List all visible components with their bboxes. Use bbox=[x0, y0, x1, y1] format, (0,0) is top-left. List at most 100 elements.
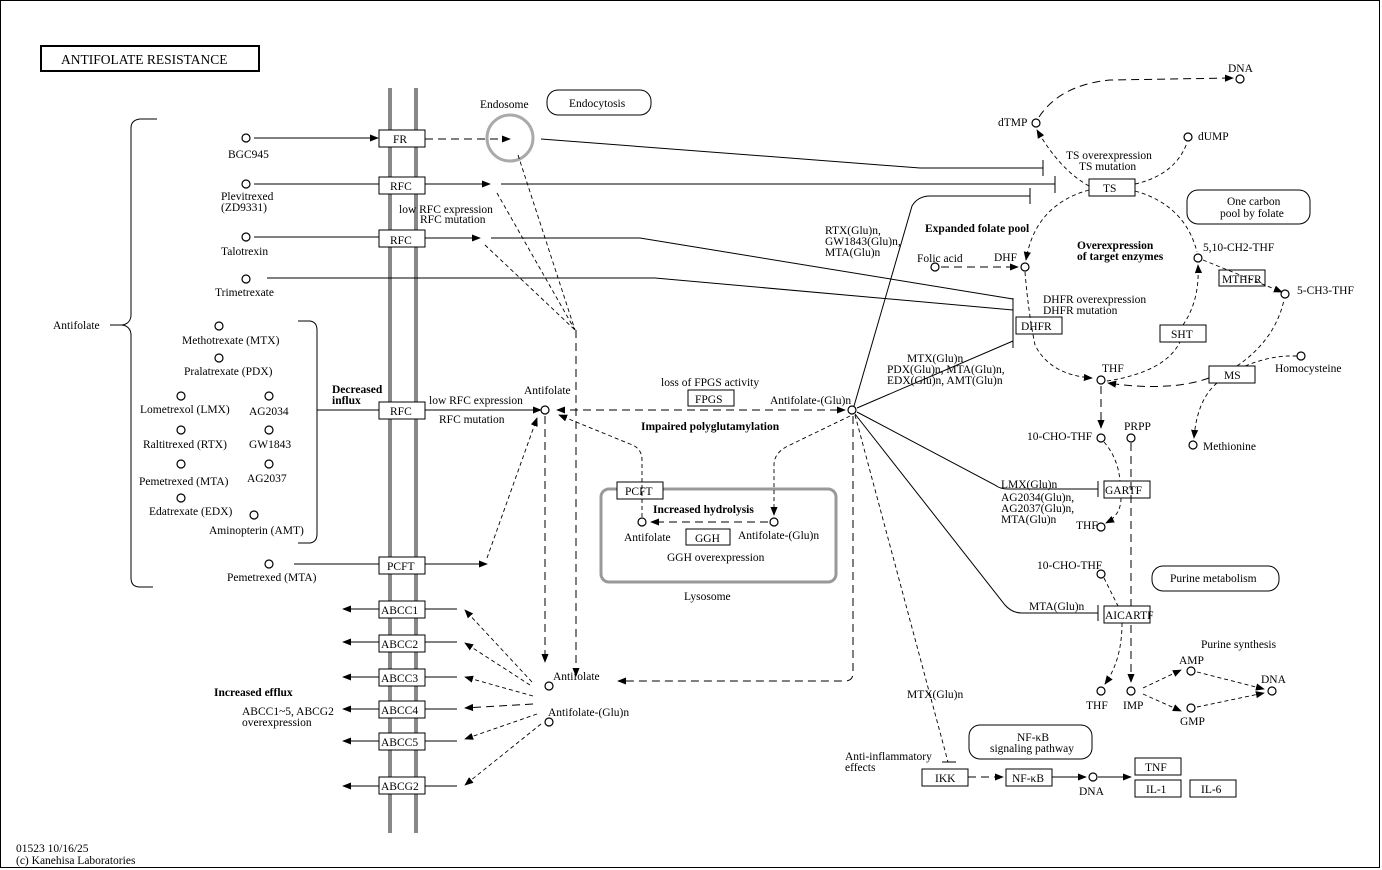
tnf-protein[interactable]: TNF bbox=[1134, 757, 1182, 776]
dna-top-node[interactable]: DNA bbox=[1228, 63, 1254, 84]
svg-text:IKK: IKK bbox=[935, 773, 956, 785]
purine-metabolism-link[interactable]: Purine metabolism bbox=[1151, 565, 1280, 592]
rfc-transporter-3[interactable]: RFC bbox=[378, 401, 426, 420]
cyto-antifolate-glun-node[interactable]: Antifolate-(Glu)n bbox=[544, 707, 629, 727]
low-rfc-label-2: low RFC expression bbox=[429, 395, 523, 407]
svg-text:RFC: RFC bbox=[390, 406, 412, 418]
methionine-node[interactable]: Methionine bbox=[1188, 440, 1256, 453]
abcc4-transporter[interactable]: ABCC4 bbox=[378, 700, 426, 719]
cyto-antifolate-node[interactable]: Antifolate bbox=[544, 671, 600, 691]
ts-enzyme[interactable]: TS bbox=[1088, 178, 1136, 197]
drug-pemetrexed[interactable]: Pemetrexed (MTA) bbox=[139, 459, 229, 488]
gartf-enzyme[interactable]: GARTF bbox=[1103, 480, 1151, 499]
drug-pemetrexed-pcft[interactable]: Pemetrexed (MTA) bbox=[227, 559, 317, 584]
cho-thf-node-1[interactable]: 10-CHO-THF bbox=[1027, 431, 1106, 443]
drug-talotrexin[interactable]: Talotrexin bbox=[221, 232, 268, 258]
gmp-node[interactable]: GMP bbox=[1180, 703, 1205, 728]
dhfr-enzyme[interactable]: DHFR bbox=[1015, 316, 1063, 335]
endocytosis-pathway-link[interactable]: Endocytosis bbox=[546, 89, 652, 116]
sht-enzyme[interactable]: SHT bbox=[1159, 324, 1207, 343]
svg-text:Methotrexate (MTX): Methotrexate (MTX) bbox=[182, 335, 280, 347]
svg-text:RFC mutation: RFC mutation bbox=[439, 414, 505, 426]
cho-thf-node-2[interactable]: 10-CHO-THF bbox=[1037, 560, 1106, 579]
antifolate-glun-node[interactable]: Antifolate-(Glu)n bbox=[770, 395, 857, 415]
ch2thf-node[interactable]: 5,10-CH2-THF bbox=[1193, 242, 1274, 263]
drug-pdx[interactable]: Pralatrexate (PDX) bbox=[184, 353, 273, 378]
loss-fpgs-label: loss of FPGS activity bbox=[661, 377, 759, 389]
amp-node[interactable]: AMP bbox=[1179, 655, 1204, 676]
drug-edx[interactable]: Edatrexate (EDX) bbox=[149, 493, 233, 518]
folic-acid-node[interactable]: Folic acid bbox=[917, 253, 963, 272]
aicartf-enzyme[interactable]: AICARTF bbox=[1103, 605, 1154, 624]
rtx-glun-label: RTX(Glu)n, bbox=[825, 225, 881, 237]
lysosome-antifolate-glun-node[interactable]: Antifolate-(Glu)n bbox=[738, 517, 819, 542]
ch3thf-node[interactable]: 5-CH3-THF bbox=[1280, 285, 1354, 299]
ikk-enzyme[interactable]: IKK bbox=[921, 768, 969, 787]
svg-text:Folic acid: Folic acid bbox=[917, 253, 963, 265]
abcc2-transporter[interactable]: ABCC2 bbox=[378, 634, 426, 653]
svg-text:Pemetrexed (MTA): Pemetrexed (MTA) bbox=[227, 572, 317, 584]
svg-text:GGH: GGH bbox=[695, 533, 720, 545]
svg-text:THF: THF bbox=[1086, 700, 1108, 712]
thf-node-2[interactable]: THF bbox=[1076, 520, 1106, 532]
dump-node[interactable]: dUMP bbox=[1183, 131, 1229, 143]
increased-hydrolysis-label: Increased hydrolysis bbox=[653, 504, 754, 516]
nfkb-protein[interactable]: NF-κB bbox=[1005, 768, 1053, 787]
title-box: ANTIFOLATE RESISTANCE bbox=[40, 45, 260, 72]
drug-ag2034[interactable]: AG2034 bbox=[249, 391, 289, 418]
antifolate-node[interactable]: Antifolate bbox=[524, 385, 571, 415]
thf-node[interactable]: THF bbox=[1096, 363, 1124, 385]
abcc1-transporter[interactable]: ABCC1 bbox=[378, 600, 426, 619]
abcg2-transporter[interactable]: ABCG2 bbox=[378, 776, 426, 795]
drug-plevitrexed[interactable]: Plevitrexed (ZD9331) bbox=[221, 179, 274, 214]
fr-transporter[interactable]: FR bbox=[378, 129, 426, 148]
drug-bgc945[interactable]: BGC945 bbox=[228, 133, 269, 161]
svg-text:ABCC1: ABCC1 bbox=[381, 605, 418, 617]
inner-bracket bbox=[298, 320, 318, 544]
antifolate-group-label: Antifolate bbox=[53, 320, 100, 332]
ms-enzyme[interactable]: MS bbox=[1208, 365, 1256, 384]
svg-text:THF: THF bbox=[1102, 363, 1124, 375]
one-carbon-pool-link[interactable]: One carbon pool by folate bbox=[1186, 189, 1311, 225]
thf-node-3[interactable]: THF bbox=[1086, 686, 1108, 712]
mta-glun-label: MTA(Glu)n bbox=[1029, 601, 1085, 613]
dna-nfkb-node[interactable]: DNA bbox=[1079, 772, 1105, 798]
pcft-transporter[interactable]: PCFT bbox=[378, 556, 426, 575]
dtmp-node[interactable]: dTMP bbox=[998, 117, 1041, 129]
rfc-transporter-1[interactable]: RFC bbox=[378, 176, 426, 195]
svg-text:THF: THF bbox=[1076, 520, 1098, 532]
drug-amt[interactable]: Aminopterin (AMT) bbox=[209, 510, 304, 537]
mthfr-enzyme[interactable]: MTHFR bbox=[1218, 269, 1266, 287]
rfc-transporter-2[interactable]: RFC bbox=[378, 229, 426, 248]
dhf-node[interactable]: DHF bbox=[994, 252, 1030, 272]
drug-ag2037[interactable]: AG2037 bbox=[247, 459, 287, 485]
lysosome-pcft-transporter[interactable]: PCFT bbox=[616, 481, 664, 500]
drug-gw1843[interactable]: GW1843 bbox=[249, 425, 291, 451]
ggh-enzyme[interactable]: GGH bbox=[685, 528, 731, 546]
svg-text:DNA: DNA bbox=[1228, 63, 1254, 75]
fpgs-enzyme[interactable]: FPGS bbox=[687, 389, 735, 407]
abcc3-transporter[interactable]: ABCC3 bbox=[378, 668, 426, 687]
prpp-node[interactable]: PRPP bbox=[1124, 421, 1151, 443]
drug-mtx[interactable]: Methotrexate (MTX) bbox=[182, 321, 280, 347]
il6-protein[interactable]: IL-6 bbox=[1189, 779, 1237, 798]
svg-text:Antifolate-(Glu)n: Antifolate-(Glu)n bbox=[770, 395, 851, 407]
dna-purine-node[interactable]: DNA bbox=[1261, 674, 1287, 696]
impaired-polyglutamylation-label: Impaired polyglutamylation bbox=[641, 421, 780, 433]
svg-text:AG2037(Glu)n,: AG2037(Glu)n, bbox=[1001, 503, 1074, 515]
il1-protein[interactable]: IL-1 bbox=[1134, 779, 1182, 798]
svg-text:AICARTF: AICARTF bbox=[1105, 610, 1154, 622]
imp-node[interactable]: IMP bbox=[1123, 686, 1143, 712]
svg-text:Antifolate: Antifolate bbox=[524, 385, 571, 397]
drug-trimetrexate[interactable]: Trimetrexate bbox=[215, 274, 274, 299]
abcc5-transporter[interactable]: ABCC5 bbox=[378, 732, 426, 751]
homocysteine-node[interactable]: Homocysteine bbox=[1275, 351, 1341, 375]
drug-rtx[interactable]: Raltitrexed (RTX) bbox=[143, 425, 227, 451]
nfkb-pathway-link[interactable]: NF-κB signaling pathway bbox=[968, 724, 1093, 760]
glun-inhibit-aicartf bbox=[854, 413, 1098, 614]
lysosome-antifolate-node[interactable]: Antifolate bbox=[624, 517, 671, 544]
glun-inhibit-gartf bbox=[856, 411, 1098, 490]
drug-lmx[interactable]: Lometrexol (LMX) bbox=[140, 391, 230, 416]
